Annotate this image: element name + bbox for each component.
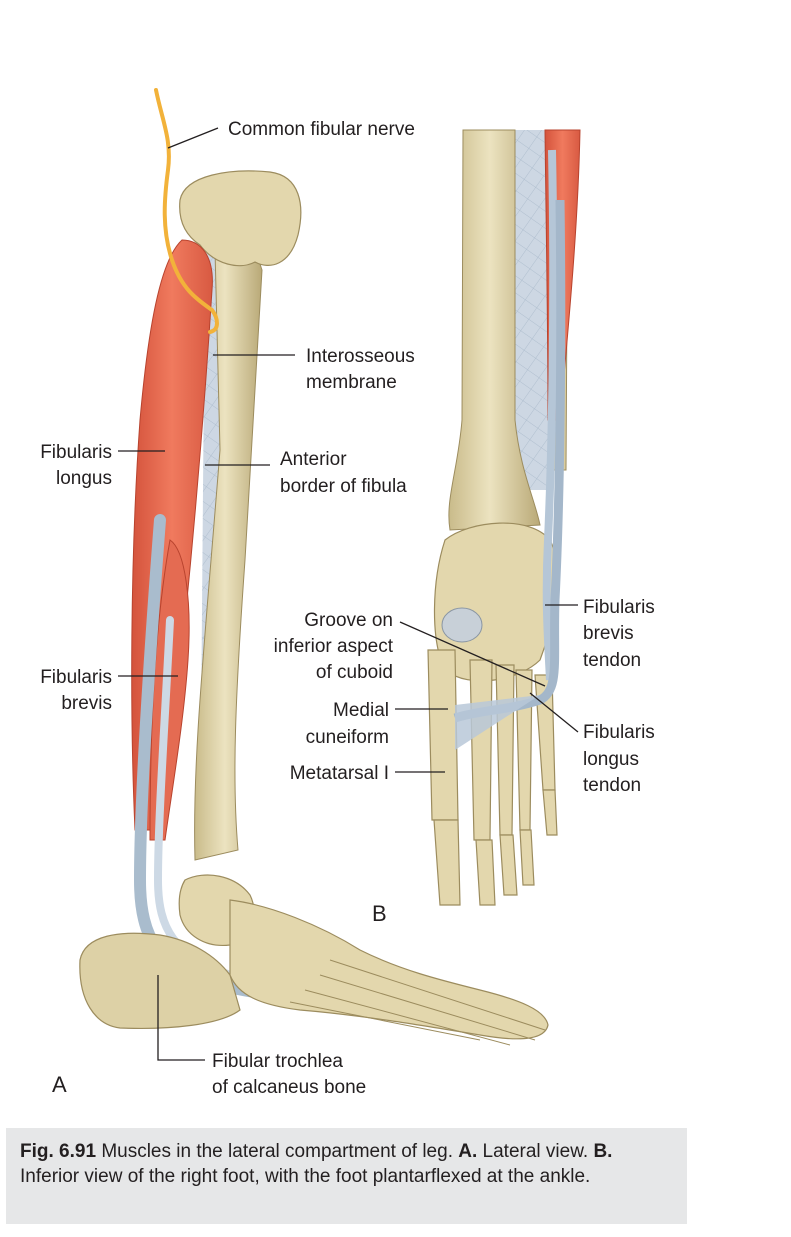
tibia-head <box>179 170 302 267</box>
common-fibular-nerve-path <box>154 88 219 334</box>
caption-text: Lateral view. <box>482 1141 589 1162</box>
label-fibularis-brevis-tendon: Fibularis brevis tendon <box>545 597 655 671</box>
label-fibularis-brevis: Fibularis brevis <box>40 667 178 714</box>
panel-b-illustration <box>427 129 581 906</box>
caption-text: Inferior view of the right foot, with th… <box>20 1166 591 1187</box>
label-fibular-trochlea: Fibular trochlea of calcaneus bone <box>157 975 366 1098</box>
label-text: longus <box>583 749 639 770</box>
label-text: Medial <box>333 700 389 721</box>
toe-lines-a <box>289 959 546 1046</box>
panel-label-b: B <box>372 901 387 926</box>
label-text: Fibularis <box>40 667 112 688</box>
toes-b <box>427 649 558 906</box>
label-interosseous-membrane: Interosseous membrane <box>213 346 415 393</box>
label-text: Groove on <box>304 610 393 631</box>
label-text: tendon <box>583 650 641 671</box>
label-text: Fibular trochlea <box>212 1051 343 1072</box>
caption-part-b: B. <box>593 1141 613 1162</box>
caption-text: Muscles in the lateral compartment of le… <box>101 1141 453 1162</box>
label-text: Common fibular nerve <box>228 119 415 140</box>
label-text: inferior aspect <box>274 636 394 657</box>
label-metatarsal-1: Metatarsal I <box>290 763 445 784</box>
figure-caption: Fig. 6.91 Muscles in the lateral compart… <box>6 1128 687 1224</box>
label-text: brevis <box>61 693 112 714</box>
fibularis-brevis-tendon-b <box>542 149 558 681</box>
label-groove-cuboid: Groove on inferior aspect of cuboid <box>274 610 546 687</box>
label-text: Interosseous <box>306 346 415 367</box>
label-text: Metatarsal I <box>290 763 389 784</box>
fibula-shaft <box>194 244 263 861</box>
label-text: Fibularis <box>583 722 655 743</box>
label-common-fibular-nerve: Common fibular nerve <box>167 119 415 149</box>
label-text: of cuboid <box>316 662 393 683</box>
label-fibularis-longus-tendon: Fibularis longus tendon <box>529 692 655 796</box>
panel-a-illustration <box>79 88 549 1046</box>
label-text: border of fibula <box>280 476 407 497</box>
tibia-b <box>448 129 541 531</box>
talus-b <box>441 607 483 643</box>
label-text: membrane <box>306 372 397 393</box>
label-text: tendon <box>583 775 641 796</box>
label-anterior-border: Anterior border of fibula <box>205 449 407 497</box>
label-text: of calcaneus bone <box>212 1077 366 1098</box>
label-text: Fibularis <box>40 442 112 463</box>
label-text: Fibularis <box>583 597 655 618</box>
calcaneus-bone <box>79 932 241 1030</box>
label-text: Anterior <box>280 449 347 470</box>
label-medial-cuneiform: Medial cuneiform <box>306 700 448 748</box>
label-text: brevis <box>583 623 634 644</box>
caption-fig-number: Fig. 6.91 <box>20 1141 97 1162</box>
tendon-insertion-b <box>455 695 540 750</box>
caption-part-a: A. <box>458 1141 478 1162</box>
label-text: longus <box>56 468 112 489</box>
label-fibularis-longus: Fibularis longus <box>40 442 165 489</box>
label-text: cuneiform <box>306 727 389 748</box>
midfoot-bones <box>229 899 549 1040</box>
panel-label-a: A <box>52 1072 67 1097</box>
